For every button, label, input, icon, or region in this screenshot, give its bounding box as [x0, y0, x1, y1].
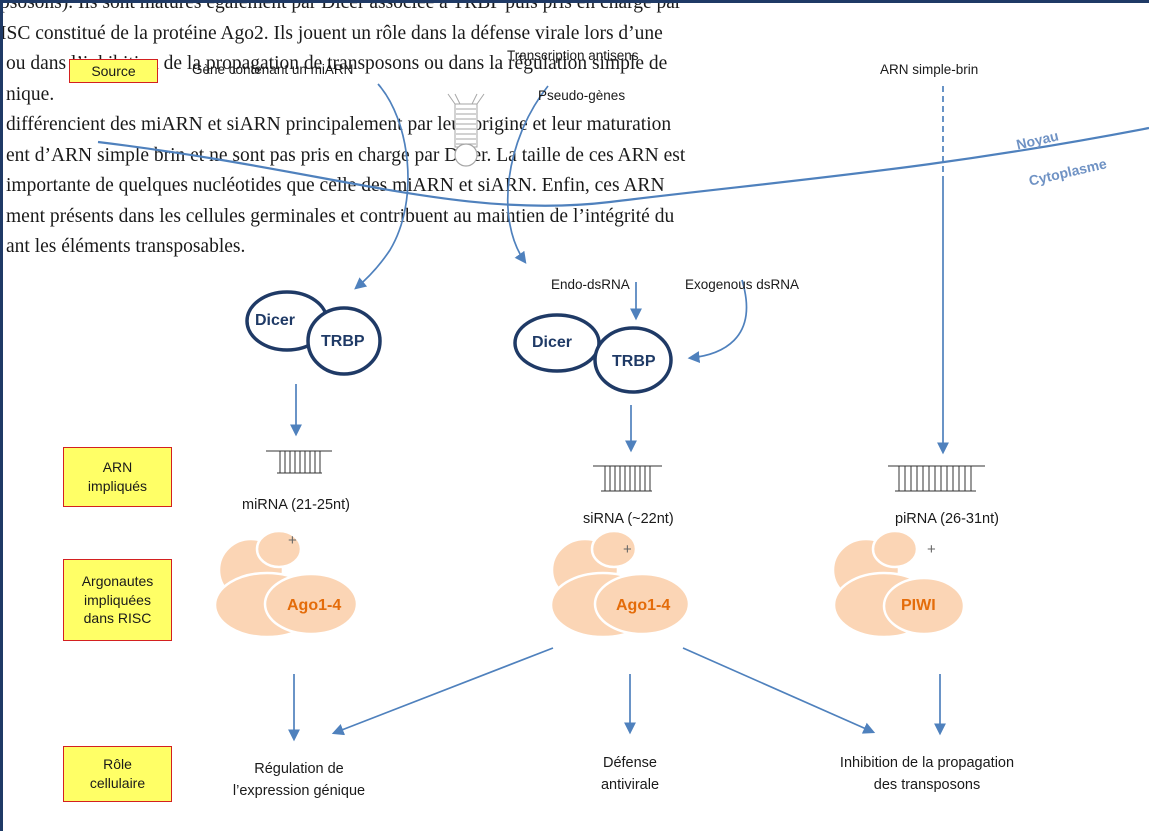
- arrow-antisense-to-endo: [506, 85, 549, 264]
- background-line: ou dans l’inhibition de la propagation d…: [6, 53, 668, 74]
- background-line: importante de quelques nucléotides que c…: [6, 175, 665, 196]
- role-regulation-line1: Régulation de: [254, 761, 344, 777]
- label-dicer-2: Dicer: [532, 334, 573, 351]
- plus-icon-pirna: +: [927, 541, 936, 558]
- background-text: psosons). Ils sont maturés également par…: [0, 0, 1149, 263]
- background-line: nique.: [6, 83, 55, 105]
- label-pseudogenes: Pseudo-gènes: [538, 88, 626, 103]
- label-pirna: piRNA (26-31nt): [895, 511, 999, 527]
- argonaute-blob-sirna: [549, 529, 691, 639]
- source-box: Source: [69, 59, 158, 83]
- pirna-duplex: [888, 465, 985, 492]
- row-label-argonautes-text: Argonautes impliquées dans RISC: [81, 572, 154, 627]
- hairpin-precursor: [447, 93, 485, 167]
- row-label-argonautes: Argonautes impliquées dans RISC: [63, 559, 172, 641]
- label-mirna: miRNA (21-25nt): [242, 497, 350, 513]
- label-dicer-1: Dicer: [255, 312, 296, 329]
- background-line: psosons). Ils sont maturés également par…: [0, 0, 682, 13]
- label-role-defense: Défense antivirale: [570, 753, 690, 797]
- label-trbp-2: TRBP: [612, 353, 656, 370]
- label-role-regulation: Régulation de l’expression génique: [214, 759, 384, 803]
- background-line: différencient des miARN et siARN princip…: [6, 114, 672, 135]
- label-trbp-1: TRBP: [321, 333, 365, 350]
- argonaute-blob-pirna: [831, 529, 966, 639]
- frame-left-border: [0, 0, 3, 831]
- label-ago-mirna: Ago1-4: [287, 597, 342, 614]
- role-defense-line2: antivirale: [600, 776, 660, 793]
- sirna-duplex: [593, 465, 662, 492]
- background-line: ant les éléments transposables.: [6, 236, 246, 257]
- arrow-ago-sirna-to-transposons: [682, 647, 876, 734]
- frame-top-border: [0, 0, 1149, 3]
- label-endo-dsrna: Endo-dsRNA: [551, 277, 630, 292]
- background-line: ISC constitué de la protéine Ago2. Ils j…: [0, 22, 663, 44]
- role-regulation-line2: l’expression génique: [232, 782, 366, 799]
- label-sirna: siRNA (~22nt): [583, 511, 674, 527]
- label-piwi: PIWI: [901, 597, 936, 614]
- source-label: Source: [91, 62, 136, 79]
- plus-icon-mirna: +: [288, 532, 297, 549]
- background-line: ment présents dans les cellules germinal…: [6, 205, 675, 227]
- row-label-arn: ARN impliqués: [63, 447, 172, 507]
- role-defense-line1: Défense: [602, 755, 657, 771]
- row-label-role: Rôle cellulaire: [63, 746, 172, 802]
- dicer-complex-mirna: [245, 290, 382, 376]
- nuclear-membrane: [97, 126, 1149, 207]
- arrow-exo-to-dicer: [687, 279, 748, 363]
- label-exogenous-dsrna: Exogenous dsRNA: [685, 277, 800, 292]
- label-role-transposons: Inhibition de la propagation des transpo…: [812, 753, 1042, 797]
- label-ago-sirna: Ago1-4: [616, 597, 671, 614]
- label-antisense: Transcription antisens: [507, 48, 639, 63]
- row-label-arn-text: ARN impliqués: [87, 459, 148, 494]
- row-label-role-text: Rôle cellulaire: [89, 756, 146, 791]
- role-transposons-line1: Inhibition de la propagation: [839, 755, 1015, 771]
- mirna-duplex: [266, 450, 332, 474]
- plus-icon-sirna: +: [623, 541, 632, 558]
- dicer-complex-sirna: [513, 313, 673, 394]
- label-mirna-gene: Gène contenant un miARN: [192, 62, 354, 77]
- role-transposons-line2: des transposons: [873, 776, 981, 793]
- argonaute-blob-mirna: [213, 529, 359, 639]
- arrow-ago-sirna-to-regulation: [331, 647, 554, 736]
- label-single-strand: ARN simple-brin: [880, 62, 979, 77]
- arrow-mirna-gene-to-dicer: [354, 83, 409, 290]
